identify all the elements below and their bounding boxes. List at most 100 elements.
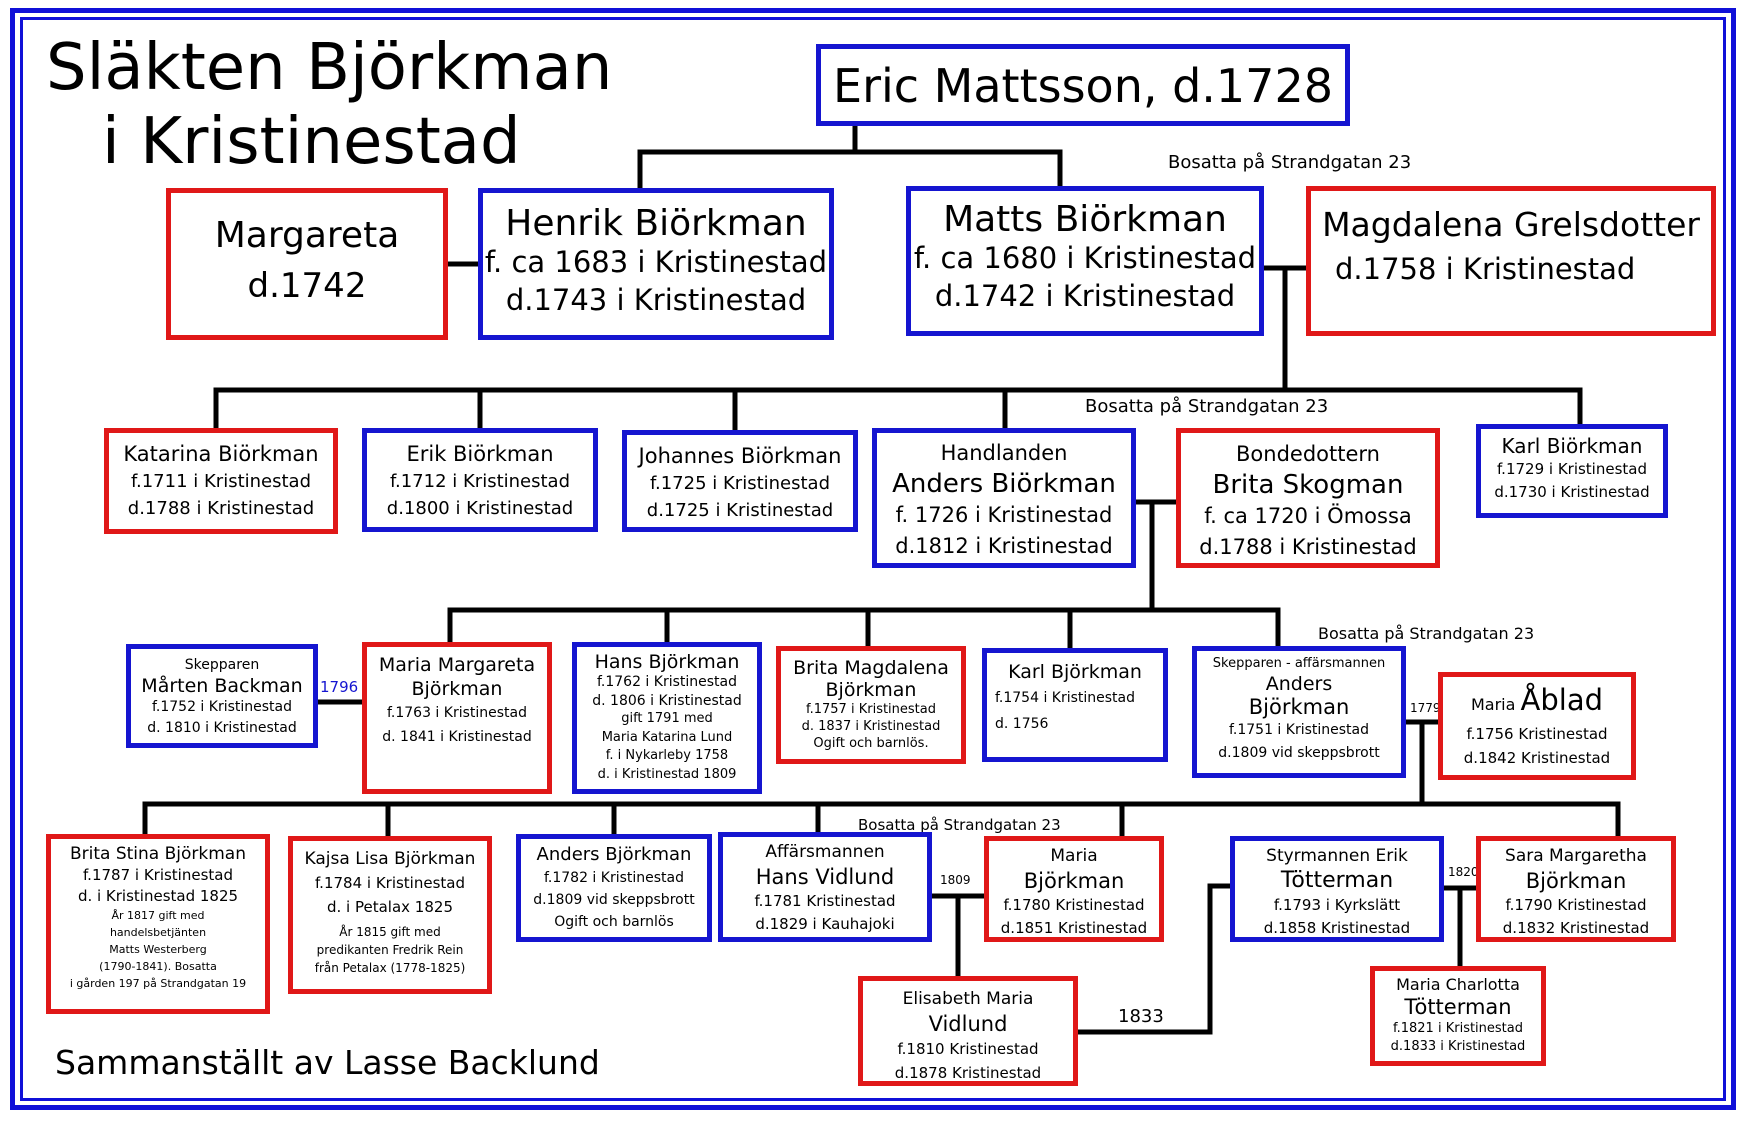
person-death: d.1743 i Kristinestad [505,283,807,317]
person-title: Affärsmannen [765,842,885,862]
person-birth: f.1757 i Kristinestad [805,702,936,717]
person-birth: f.1782 i Kristinestad [543,870,684,886]
person-surname: Björkman [411,678,503,700]
person-death: d.1730 i Kristinestad [1494,483,1650,501]
person-name: Karl Biörkman [1501,434,1643,458]
person-karl-biorkman-1729[interactable]: Karl Biörkman f.1729 i Kristinestad d.17… [1476,424,1668,518]
person-death: d.1742 [247,266,367,306]
person-brita-stina-bjorkman[interactable]: Brita Stina Björkman f.1787 i Kristinest… [46,834,270,1014]
inner-frame [20,17,1726,1101]
person-name: Magdalena Grelsdotter [1322,205,1700,244]
person-birth: f. ca 1720 i Ömossa [1204,504,1412,528]
person-erik-totterman[interactable]: Styrmannen Erik Tötterman f.1793 i Kyrks… [1230,836,1444,942]
person-death: d.1809 vid skeppsbrott [1218,745,1380,761]
person-death: d. 1841 i Kristinestad [382,729,532,745]
person-birth: f. 1726 i Kristinestad [895,503,1113,527]
person-erik-biorkman[interactable]: Erik Biörkman f.1712 i Kristinestad d.18… [362,428,598,532]
person-death: d. 1810 i Kristinestad [147,720,297,736]
person-note: År 1817 gift med [111,909,205,922]
person-title: Skepparen [184,657,260,673]
person-name: Kajsa Lisa Björkman [304,849,476,869]
person-hans-bjorkman[interactable]: Hans Björkman f.1762 i Kristinestad d. 1… [572,642,762,794]
title-line2: i Kristinestad [102,105,521,179]
person-elisabeth-maria-vidlund[interactable]: Elisabeth Maria Vidlund f.1810 Kristines… [858,976,1078,1086]
person-birth: f.1711 i Kristinestad [130,471,312,492]
person-anders-biorkman-handlanden[interactable]: Handlanden Anders Biörkman f. 1726 i Kri… [872,428,1136,568]
person-note: d. i Kristinestad 1809 [597,766,737,782]
marriage-year-1820: 1820 [1448,865,1479,879]
person-eric-mattsson[interactable]: Eric Mattsson, d.1728 [816,44,1350,126]
person-maria-bjorkman-1780[interactable]: Maria Björkman f.1780 Kristinestad d.185… [984,836,1164,942]
person-name: Sara Margaretha [1505,846,1647,866]
person-surname: Björkman [1023,869,1125,893]
person-surname: Tötterman [1404,995,1512,1019]
person-note: Ogift och barnlös. [813,736,929,751]
person-birth: f. ca 1683 i Kristinestad [484,245,828,279]
person-death: d.1725 i Kristinestad [646,500,834,521]
person-title: Styrmannen Erik [1266,846,1408,866]
person-surname: Björkman [825,679,917,701]
person-note: predikanten Fredrik Rein [316,943,464,957]
person-name: Katarina Biörkman [123,442,319,466]
person-henrik-biorkman[interactable]: Henrik Biörkman f. ca 1683 i Kristinesta… [478,188,834,340]
person-anders-bjorkman-skepparen[interactable]: Skepparen - affärsmannen Anders Björkman… [1192,646,1406,778]
person-birth: f.1780 Kristinestad [1003,896,1145,914]
person-note: f. i Nykarleby 1758 [605,748,729,763]
person-name: Eric Mattsson, d.1728 [833,59,1333,113]
person-death: d.1833 i Kristinestad [1390,1039,1526,1054]
marriage-year-1809: 1809 [940,873,971,887]
marriage-year-1833: 1833 [1118,1006,1164,1027]
person-death: d.1842 Kristinestad [1463,749,1611,767]
person-note: År 1815 gift med [339,925,441,939]
person-note: (1790-1841). Bosatta [99,960,217,973]
person-kajsa-lisa-bjorkman[interactable]: Kajsa Lisa Björkman f.1784 i Kristinesta… [288,836,492,994]
person-sara-margaretha-bjorkman[interactable]: Sara Margaretha Björkman f.1790 Kristine… [1476,836,1676,942]
person-name: Brita Magdalena [793,657,949,679]
person-birth: f. ca 1680 i Kristinestad [913,241,1257,275]
person-birth: f.1763 i Kristinestad [386,705,527,721]
person-name: Erik Biörkman [406,442,554,466]
person-anders-bjorkman-1782[interactable]: Anders Björkman f.1782 i Kristinestad d.… [516,834,712,942]
person-matts-biorkman[interactable]: Matts Biörkman f. ca 1680 i Kristinestad… [906,186,1264,336]
person-karl-bjorkman-1754[interactable]: Karl Björkman f.1754 i Kristinestad d. 1… [982,648,1168,762]
person-note: i gården 197 på Strandgatan 19 [69,977,247,990]
person-name: Tötterman [1280,868,1394,893]
person-death: d.1742 i Kristinestad [934,279,1236,313]
marriage-year-1796: 1796 [320,678,359,696]
person-birth: f.1725 i Kristinestad [649,473,831,494]
person-brita-magdalena-bjorkman[interactable]: Brita Magdalena Björkman f.1757 i Kristi… [776,646,966,764]
person-katarina-biorkman[interactable]: Katarina Biörkman f.1711 i Kristinestad … [104,428,338,534]
person-name: Elisabeth Maria [902,989,1034,1009]
person-note: Matts Westerberg [109,943,207,956]
person-magdalena-grelsdotter[interactable]: Magdalena Grelsdotter d.1758 i Kristines… [1306,186,1716,336]
person-birth: f.1810 Kristinestad [897,1040,1039,1058]
person-note: Ogift och barnlös [554,914,674,930]
person-margareta[interactable]: Margareta d.1742 [166,188,448,340]
person-maria-aablad[interactable]: Maria Åblad f.1756 Kristinestad d.1842 K… [1438,672,1636,780]
residence-note-4: Bosatta på Strandgatan 23 [858,816,1061,834]
person-name: Matts Biörkman [943,199,1227,240]
person-name: Karl Björkman [1008,661,1142,683]
person-title: Handlanden [940,441,1068,465]
person-surname: Björkman [1248,695,1350,719]
person-name: Brita Skogman [1212,470,1404,500]
person-johannes-biorkman[interactable]: Johannes Biörkman f.1725 i Kristinestad … [622,430,858,532]
person-death: d.1758 i Kristinestad [1335,252,1636,286]
person-hans-vidlund[interactable]: Affärsmannen Hans Vidlund f.1781 Kristin… [718,832,932,942]
person-birth: f.1793 i Kyrkslätt [1273,896,1401,914]
person-birth: f.1787 i Kristinestad [82,866,233,884]
person-birth: f.1729 i Kristinestad [1496,460,1647,478]
person-brita-skogman[interactable]: Bondedottern Brita Skogman f. ca 1720 i … [1176,428,1440,568]
person-maria-charlotta-totterman[interactable]: Maria Charlotta Tötterman f.1821 i Krist… [1370,966,1546,1066]
person-birth: f.1712 i Kristinestad [389,471,571,492]
person-maria-margareta-bjorkman[interactable]: Maria Margareta Björkman f.1763 i Kristi… [362,642,552,794]
person-birth: f.1754 i Kristinestad [995,690,1136,706]
person-birth: f.1781 Kristinestad [754,892,896,910]
residence-note-2: Bosatta på Strandgatan 23 [1085,396,1329,417]
person-surname: Björkman [1525,869,1627,893]
person-marten-backman[interactable]: Skepparen Mårten Backman f.1752 i Kristi… [126,644,318,748]
residence-note-1: Bosatta på Strandgatan 23 [1168,152,1412,173]
person-name: Maria [1050,846,1098,866]
person-birth: f.1790 Kristinestad [1505,896,1647,914]
credit: Sammanställt av Lasse Backlund [55,1043,600,1082]
